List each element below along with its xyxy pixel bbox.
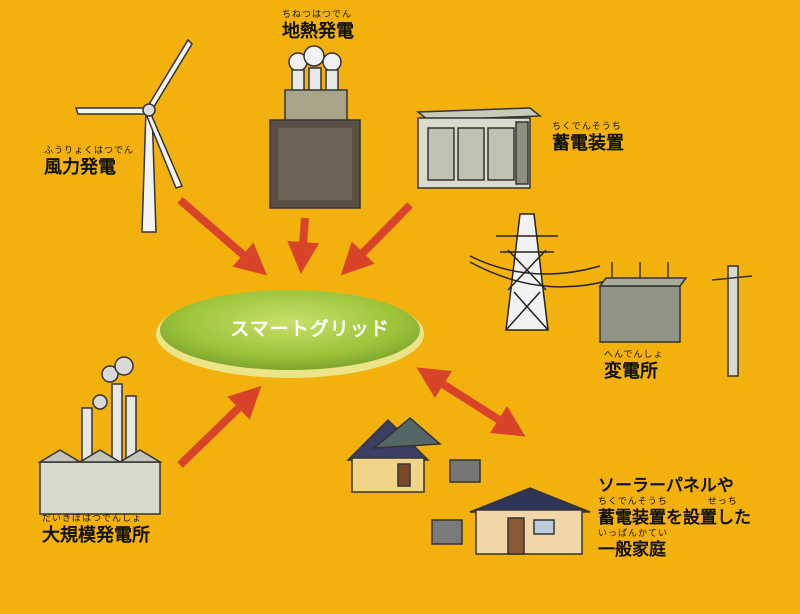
power-plant-ruby: だいきぼはつでんしょ <box>42 514 143 524</box>
home-text-line2: 蓄電装置を設置した <box>598 508 751 528</box>
arrow-power-plant <box>177 385 262 468</box>
transmission-tower-icon <box>469 213 611 331</box>
home-text-line1: ソーラーパネルや <box>598 476 734 496</box>
utility-pole-icon <box>711 265 753 377</box>
smart-grid-ellipse <box>156 290 424 378</box>
geothermal-ruby: ちねつはつでん <box>282 10 353 20</box>
substation-ruby: へんでんしょ <box>604 350 664 360</box>
arrow-geothermal <box>287 217 320 274</box>
storage-ruby: ちくでんそうち <box>552 122 622 132</box>
power-plant-text: 大規模発電所 <box>42 525 150 546</box>
arrow-wind <box>177 196 268 276</box>
smart-grid-label: スマートグリッド <box>230 318 390 340</box>
substation-label: へんでんしょ 変電所 <box>604 350 664 383</box>
geothermal-label: ちねつはつでん 地熱発電 <box>282 10 354 43</box>
home-text-line3: 一般家庭 <box>598 540 666 560</box>
arrow-home <box>416 367 526 437</box>
wind-ruby: ふうりょくはつでん <box>44 146 135 156</box>
wind-text: 風力発電 <box>44 157 116 178</box>
storage-label: ちくでんそうち 蓄電装置 <box>552 122 624 155</box>
factory-icon <box>37 356 163 515</box>
geothermal-text: 地熱発電 <box>282 21 354 42</box>
home-ruby-line2: ちくでんそうち せっち <box>598 497 738 507</box>
substation-text: 変電所 <box>604 361 658 382</box>
power-plant-label: だいきぼはつでんしょ 大規模発電所 <box>42 514 150 547</box>
home-ruby-line3: いっぱんかてい <box>598 529 669 539</box>
storage-device-icon <box>415 107 543 189</box>
transformer-icon <box>598 262 688 343</box>
geothermal-plant-icon <box>269 45 361 209</box>
arrows <box>177 196 526 468</box>
wind-turbine-icon <box>74 38 193 233</box>
arrow-storage <box>340 202 413 276</box>
solar-house-icon <box>431 487 591 555</box>
home-label: ソーラーパネルや ちくでんそうち せっち 蓄電装置を設置した いっぱんかてい 一… <box>598 476 751 561</box>
wind-label: ふうりょくはつでん 風力発電 <box>44 146 134 179</box>
house-icon <box>346 417 481 493</box>
storage-text: 蓄電装置 <box>552 133 624 154</box>
